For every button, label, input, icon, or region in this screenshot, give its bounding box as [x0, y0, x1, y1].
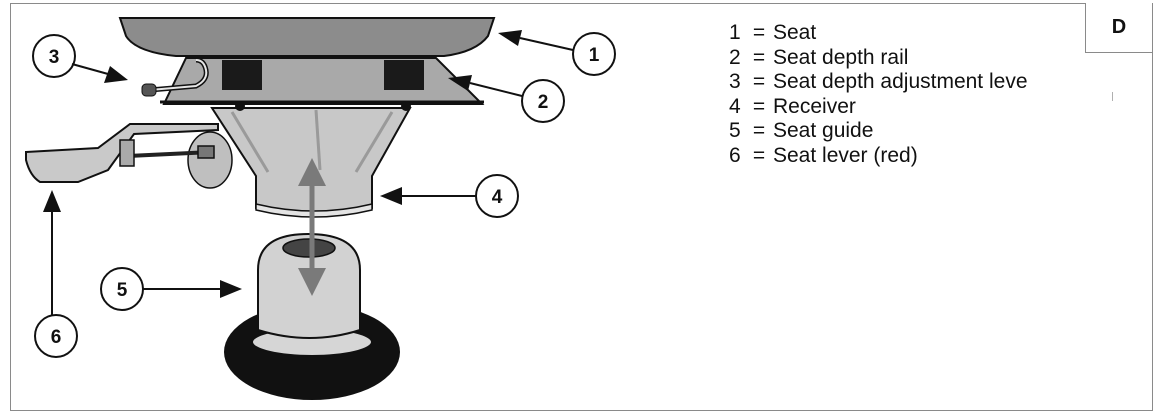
receiver-rib	[230, 111, 270, 173]
plate-bolt	[401, 101, 411, 111]
callout-4: 4	[475, 174, 519, 218]
callout-label: 5	[117, 280, 128, 301]
legend-item: 5 = Seat guide	[729, 119, 1028, 144]
down-arrow-head	[298, 268, 326, 296]
callout-label: 3	[49, 47, 60, 68]
legend-text: Seat depth rail	[773, 45, 909, 69]
legend-number: 5	[729, 119, 741, 143]
lever-knob	[187, 131, 233, 189]
receiver-rib	[314, 109, 322, 171]
legend-item: 4 = Receiver	[729, 95, 1028, 120]
leader-arrow-2	[448, 75, 523, 97]
receiver-rim	[255, 203, 373, 218]
legend-list: 1 = Seat 2 = Seat depth rail 3 = Seat depth ad…	[729, 21, 1028, 169]
corner-tag: D	[1085, 3, 1152, 53]
leader-arrow-4	[380, 187, 476, 205]
leader-arrow-1	[498, 30, 574, 51]
legend-text: Seat lever (red)	[773, 143, 918, 167]
legend-equals: =	[752, 70, 766, 94]
legend-equals: =	[752, 21, 766, 44]
legend-text: Seat guide	[773, 119, 874, 143]
legend-item: 1 = Seat	[729, 21, 1028, 46]
callout-1: 1	[572, 32, 616, 76]
legend-text: Seat	[773, 21, 817, 44]
seat-depth-rail-block	[222, 60, 262, 90]
seat-guide-opening	[282, 238, 336, 258]
leader-arrow-6	[43, 190, 61, 315]
up-arrow-head	[298, 158, 326, 186]
seat-depth-rail-block	[384, 60, 424, 90]
seat-lever	[25, 123, 219, 183]
callout-label: 2	[538, 92, 549, 113]
leader-arrow-5	[143, 280, 242, 298]
lever-grip	[141, 83, 157, 97]
legend-text: Seat depth adjustment leve	[773, 70, 1028, 94]
seat-depth-rail-plate	[162, 57, 485, 105]
leader-arrow-3	[71, 63, 128, 83]
callout-3: 3	[32, 34, 76, 78]
legend-number: 1	[729, 21, 741, 44]
legend-equals: =	[752, 143, 766, 167]
callout-label: 1	[589, 45, 600, 66]
lever-clamp	[119, 139, 135, 167]
legend-equals: =	[752, 94, 766, 118]
legend-item: 3 = Seat depth adjustment leve	[729, 70, 1028, 95]
legend-equals: =	[752, 119, 766, 143]
callout-5: 5	[100, 267, 144, 311]
legend-number: 3	[729, 70, 741, 94]
legend-equals: =	[752, 45, 766, 69]
legend-number: 4	[729, 94, 741, 118]
callout-label: 6	[51, 327, 62, 348]
stray-mark	[1112, 92, 1113, 101]
callout-label: 4	[492, 187, 503, 208]
legend-item: 2 = Seat depth rail	[729, 46, 1028, 71]
plate-bolt	[235, 101, 245, 111]
legend-number: 2	[729, 45, 741, 69]
callout-6: 6	[34, 314, 78, 358]
receiver-rib	[354, 111, 394, 173]
legend-number: 6	[729, 143, 741, 167]
legend-item: 6 = Seat lever (red)	[729, 144, 1028, 169]
lever-bolt	[197, 145, 215, 159]
legend-text: Receiver	[773, 94, 856, 118]
seat	[118, 17, 496, 57]
callout-2: 2	[521, 79, 565, 123]
lever-highlight	[149, 59, 208, 91]
